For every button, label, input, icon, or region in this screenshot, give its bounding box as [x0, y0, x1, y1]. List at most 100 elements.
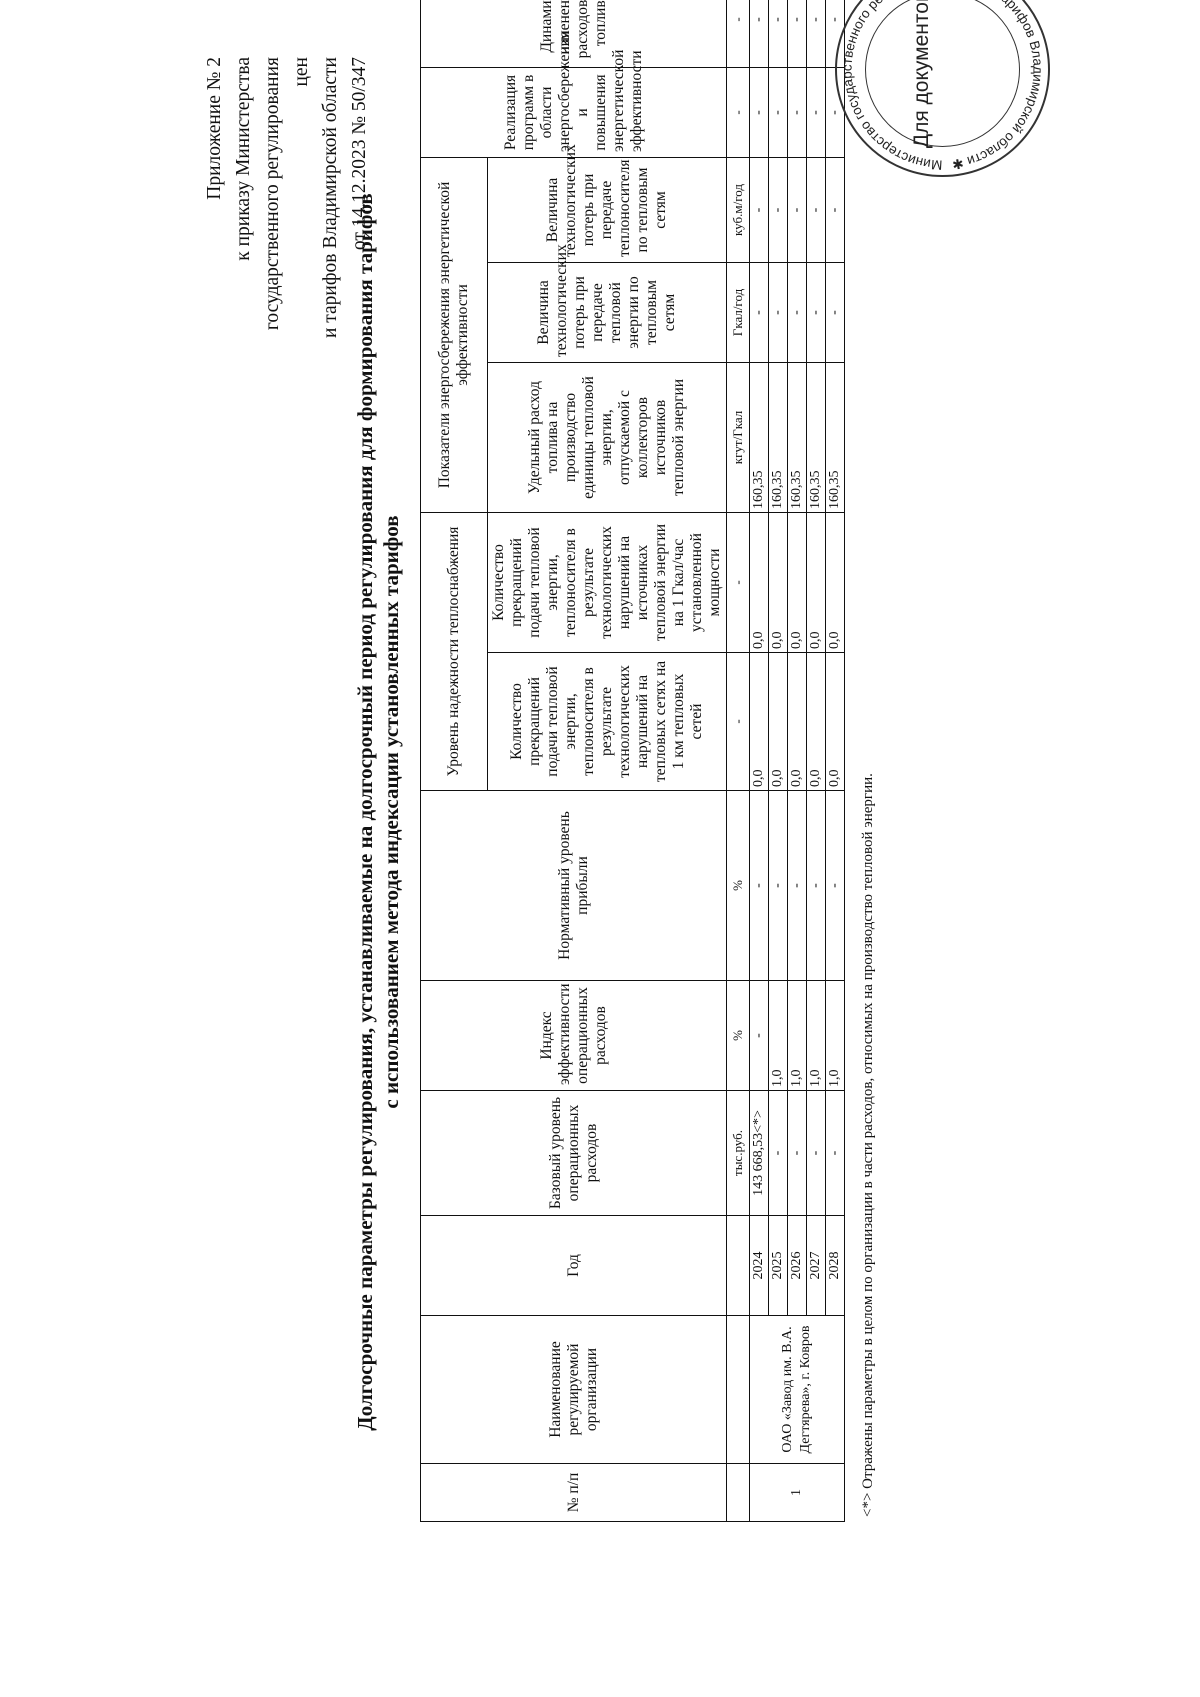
cell-rel-networks: 0,0	[749, 652, 769, 791]
org-name: ОАО «Завод им. В.А. Дегтярева», г. Ковро…	[749, 1315, 845, 1464]
table-row: 2028 - 1,0 - 0,0 0,0 160,35 - - - -	[825, 0, 845, 1522]
col-header-org: Наименование регулируемой организации	[420, 1315, 727, 1464]
appendix-line: Приложение № 2	[204, 57, 225, 200]
cell-year: 2026	[787, 1215, 807, 1316]
unit-heat-losses: Гкал/год	[726, 262, 750, 363]
col-header-rel-sources: Количество прекращений подачи тепловой э…	[487, 512, 727, 653]
cell-rel-sources: 0,0	[806, 512, 826, 653]
cell-base-opex: -	[806, 1090, 826, 1216]
unit-cell	[726, 1463, 750, 1522]
cell-rel-sources: 0,0	[825, 512, 845, 653]
cell-fuel-rate: 160,35	[749, 362, 769, 513]
unit-carrier-losses: куб.м/год	[726, 157, 750, 263]
col-header-energy-efficiency: Показатели энергосбережения энергетическ…	[420, 157, 488, 513]
table-row: 1 ОАО «Завод им. В.А. Дегтярева», г. Ков…	[749, 0, 845, 1522]
col-header-profit: Нормативный уровень прибыли	[420, 790, 727, 981]
cell-base-opex: -	[787, 1090, 807, 1216]
cell-fuel-rate: 160,35	[825, 362, 845, 513]
cell-programs: -	[806, 67, 826, 158]
units-row: тыс.руб. % % - - кгут/Гкал Гкал/год куб.…	[726, 0, 750, 1522]
cell-base-opex: -	[768, 1090, 788, 1216]
col-header-eff-index: Индекс эффективности операционных расход…	[420, 980, 727, 1091]
cell-profit: -	[825, 790, 845, 981]
cell-eff-index: 1,0	[825, 980, 845, 1091]
cell-fuel-rate: 160,35	[768, 362, 788, 513]
title-line: Долгосрочные параметры регулирования, ус…	[353, 193, 377, 1431]
cell-year: 2028	[825, 1215, 845, 1316]
cell-carrier-losses: -	[749, 157, 769, 263]
cell-base-opex: -	[825, 1090, 845, 1216]
cell-profit: -	[787, 790, 807, 981]
col-header-fuel-rate: Удельный расход топлива на производство …	[487, 362, 727, 513]
stamp-seal: Министерство государственного регулирова…	[835, 0, 1050, 177]
table-row: 2027 - 1,0 - 0,0 0,0 160,35 - - - -	[806, 0, 826, 1522]
unit-cell	[726, 1215, 750, 1316]
unit-rel-networks: -	[726, 652, 750, 791]
cell-carrier-losses: -	[768, 157, 788, 263]
cell-heat-losses: -	[825, 262, 845, 363]
cell-heat-losses: -	[768, 262, 788, 363]
cell-year: 2025	[768, 1215, 788, 1316]
cell-rel-sources: 0,0	[749, 512, 769, 653]
cell-fuel-dynamics: -	[749, 0, 769, 68]
cell-rel-networks: 0,0	[787, 652, 807, 791]
col-header-fuel-dynamics: Динамика изменения расходов на топливо	[420, 0, 727, 68]
unit-eff-index: %	[726, 980, 750, 1091]
cell-fuel-dynamics: -	[768, 0, 788, 68]
cell-rel-sources: 0,0	[787, 512, 807, 653]
cell-year: 2027	[806, 1215, 826, 1316]
org-number: 1	[749, 1463, 845, 1522]
table-row: 2026 - 1,0 - 0,0 0,0 160,35 - - - -	[787, 0, 807, 1522]
unit-fuel-dynamics: -	[726, 0, 750, 68]
cell-profit: -	[806, 790, 826, 981]
cell-eff-index: 1,0	[768, 980, 788, 1091]
document-title: Долгосрочные параметры регулирования, ус…	[352, 12, 404, 1612]
cell-programs: -	[768, 67, 788, 158]
cell-fuel-dynamics: -	[787, 0, 807, 68]
seal-ring-text: Министерство государственного регулирова…	[839, 0, 1045, 173]
col-header-carrier-losses: Величина технологических потерь при пере…	[487, 144, 727, 263]
title-line: с использованием метода индексации устан…	[379, 515, 403, 1109]
cell-heat-losses: -	[749, 262, 769, 363]
parameters-table: № п/п Наименование регулируемой организа…	[420, 0, 845, 1522]
cell-rel-networks: 0,0	[806, 652, 826, 791]
cell-heat-losses: -	[787, 262, 807, 363]
header-row: № п/п Наименование регулируемой организа…	[420, 0, 727, 1522]
cell-programs: -	[749, 67, 769, 158]
appendix-line: к приказу Министерства	[233, 57, 254, 261]
cell-rel-sources: 0,0	[768, 512, 788, 653]
appendix-line: и тарифов Владимирской области	[320, 57, 341, 339]
footnote: <*> Отражены параметры в целом по органи…	[860, 773, 876, 1517]
cell-fuel-dynamics: -	[806, 0, 826, 68]
cell-fuel-rate: 160,35	[787, 362, 807, 513]
col-header-year: Год	[420, 1215, 727, 1316]
cell-year: 2024	[749, 1215, 769, 1316]
col-header-rel-networks: Количество прекращений подачи тепловой э…	[487, 652, 727, 791]
cell-carrier-losses: -	[787, 157, 807, 263]
cell-carrier-losses: -	[806, 157, 826, 263]
unit-fuel-rate: кгут/Гкал	[726, 362, 750, 513]
cell-base-opex: 143 668,53<*>	[749, 1090, 769, 1216]
col-header-base-opex: Базовый уровень операционных расходов	[420, 1090, 727, 1216]
cell-heat-losses: -	[806, 262, 826, 363]
unit-cell	[726, 1315, 750, 1464]
cell-eff-index: 1,0	[806, 980, 826, 1091]
appendix-header: Приложение № 2 к приказу Министерства го…	[200, 57, 374, 357]
cell-eff-index: 1,0	[787, 980, 807, 1091]
cell-programs: -	[787, 67, 807, 158]
unit-base-opex: тыс.руб.	[726, 1090, 750, 1216]
cell-profit: -	[768, 790, 788, 981]
unit-programs: -	[726, 67, 750, 158]
table-row: 2025 - 1,0 - 0,0 0,0 160,35 - - - -	[768, 0, 788, 1522]
cell-rel-networks: 0,0	[825, 652, 845, 791]
col-header-heat-losses: Величина технологических потерь при пере…	[487, 244, 727, 363]
cell-fuel-rate: 160,35	[806, 362, 826, 513]
cell-rel-networks: 0,0	[768, 652, 788, 791]
seal-center-text: Для документов	[910, 0, 933, 149]
appendix-line: государственного регулирования цен	[262, 57, 312, 331]
unit-profit: %	[726, 790, 750, 981]
unit-rel-sources: -	[726, 512, 750, 653]
col-header-reliability: Уровень надежности теплоснабжения	[420, 512, 488, 791]
cell-eff-index: -	[749, 980, 769, 1091]
